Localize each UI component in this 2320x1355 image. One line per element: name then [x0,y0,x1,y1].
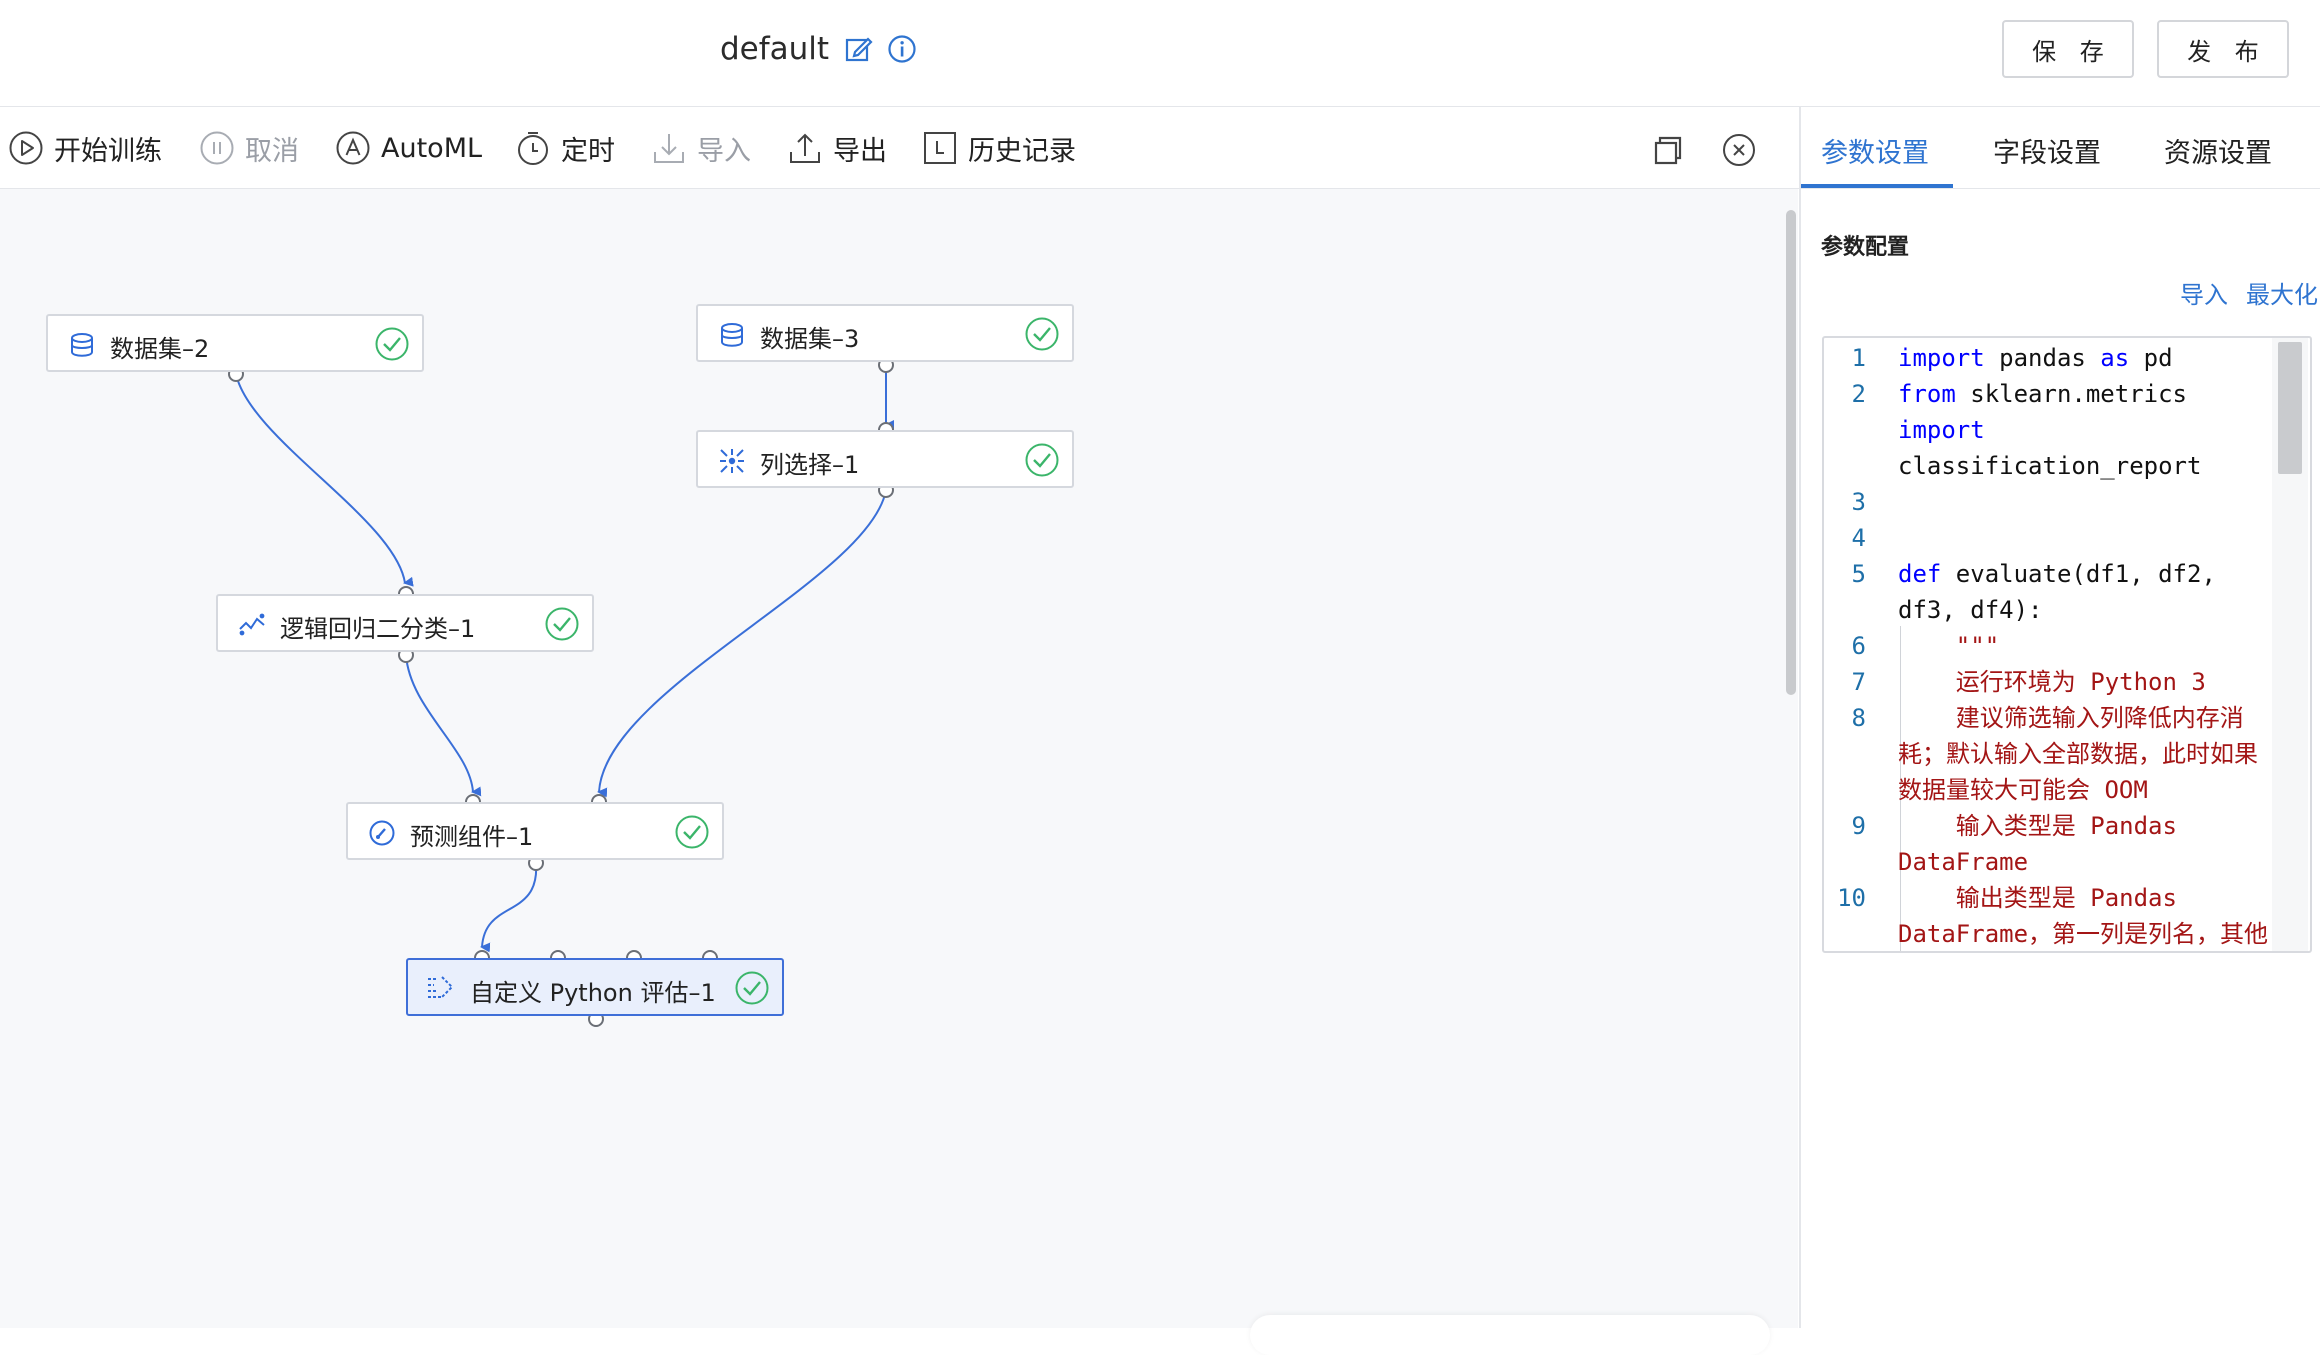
code-text: 运行环境为 Python 3 [1898,668,2206,696]
line-number: 2 [1851,380,1866,408]
automl-label: AutoML [381,132,483,164]
success-check-icon [1025,317,1059,351]
publish-button[interactable]: 发 布 [2157,20,2289,78]
history-icon [924,132,956,164]
code-text: def evaluate(df1, df2, df3, df4): [1898,560,2231,624]
schedule-button[interactable]: 定时 [515,128,615,168]
database-icon [71,333,93,357]
line-number: 5 [1851,560,1866,588]
edge-ds2-logreg [235,373,414,587]
python-eval-icon [428,976,454,998]
timer-icon [518,132,548,165]
active-tab-indicator [1801,184,1953,188]
tab-fields[interactable]: 字段设置 [1993,138,2101,169]
node-label: 数据集–3 [760,325,860,353]
history-label: 历史记录 [968,135,1076,167]
start-training-label: 开始训练 [54,135,162,167]
node-predict-1[interactable]: 预测组件–1 [346,802,724,860]
line-number: 10 [1837,884,1866,912]
node-label: 逻辑回归二分类–1 [280,615,476,643]
code-scrollbar-thumb[interactable] [2278,342,2302,474]
code-text: import pandas as pd [1898,344,2173,372]
export-button[interactable]: 导出 [787,128,887,168]
close-circle-icon[interactable] [1722,133,1756,167]
success-check-icon [545,607,579,641]
edit-icon[interactable] [843,34,873,64]
canvas-scrollbar[interactable] [1786,210,1796,695]
column-select-icon [720,449,744,473]
node-dataset-2[interactable]: 数据集–2 [46,314,424,372]
section-title: 参数配置 [1821,235,1910,260]
schedule-label: 定时 [561,135,615,167]
line-number: 9 [1851,812,1866,840]
automl-icon [336,131,370,165]
code-text: from sklearn.metrics import classificati… [1898,380,2202,480]
tab-params[interactable]: 参数设置 [1821,138,1929,169]
success-check-icon [375,327,409,361]
success-check-icon [1025,443,1059,477]
line-number: 6 [1851,632,1866,660]
success-check-icon [675,815,709,849]
edge-logreg-predict [405,654,482,797]
node-label: 列选择–1 [760,451,860,479]
success-check-icon [735,971,769,1005]
automl-button[interactable]: AutoML [335,128,482,168]
node-custom-python-eval-1[interactable]: 自定义 Python 评估–1 [406,958,784,1016]
edge-predict-pyeval [480,862,538,953]
node-label: 数据集–2 [110,335,210,363]
import-label: 导入 [697,135,751,167]
pause-circle-icon [200,131,234,165]
maximize-link[interactable]: 最大化 [2246,281,2318,309]
save-button[interactable]: 保 存 [2002,20,2134,78]
play-circle-icon [9,131,43,165]
canvas-bottom-panel [1250,1315,1770,1355]
export-icon [790,133,820,163]
code-text: """ [1898,632,2000,660]
line-number: 4 [1851,524,1866,552]
cancel-label: 取消 [245,135,299,167]
node-column-select-1[interactable]: 列选择–1 [696,430,1074,488]
edge-colsel-predict [597,489,887,798]
project-name: default [720,31,830,67]
top-header: default 保 存 发 布 [0,0,2320,107]
project-title-group: default [720,26,917,72]
info-icon[interactable] [887,34,917,64]
code-text: 输入类型是 Pandas DataFrame [1898,812,2192,876]
workflow-canvas[interactable]: 数据集–2 数据集–3 列选择–1 [0,189,1798,1328]
panel-tabs: 参数设置 字段设置 资源设置 [1801,107,2320,189]
node-dataset-3[interactable]: 数据集–3 [696,304,1074,362]
import-icon [654,134,684,163]
start-training-button[interactable]: 开始训练 [8,128,162,168]
tab-resources[interactable]: 资源设置 [2164,138,2272,169]
predict-icon [369,820,395,846]
import-button[interactable]: 导入 [651,128,751,168]
node-label: 自定义 Python 评估–1 [470,979,716,1007]
cancel-button[interactable]: 取消 [199,128,299,168]
canvas-toolbar: 开始训练 取消 AutoML 定时 导入 [0,107,1800,189]
copy-icon[interactable] [1650,133,1684,167]
line-number: 3 [1851,488,1866,516]
indent-guide [1900,626,1901,951]
code-text: 建议筛选输入列降低内存消耗；默认输入全部数据，此时如果数据量较大可能会 OOM [1898,704,2258,804]
code-text: 输出类型是 Pandas DataFrame，第一列是列名，其他 [1898,884,2269,948]
import-link[interactable]: 导入 [2180,281,2228,309]
node-label: 预测组件–1 [410,823,534,851]
logistic-regression-icon [239,613,265,636]
line-number: 8 [1851,704,1866,732]
code-editor[interactable]: 1 import pandas as pd 2 from sklearn.metric… [1822,336,2312,953]
history-button[interactable]: 历史记录 [922,128,1076,168]
node-logistic-regression-1[interactable]: 逻辑回归二分类–1 [216,594,594,652]
line-number: 1 [1851,344,1866,372]
properties-panel: 参数设置 字段设置 资源设置 参数配置 导入 最大化 1 import panda… [1799,107,2320,1328]
export-label: 导出 [833,135,887,167]
line-number: 7 [1851,668,1866,696]
database-icon [721,323,743,347]
